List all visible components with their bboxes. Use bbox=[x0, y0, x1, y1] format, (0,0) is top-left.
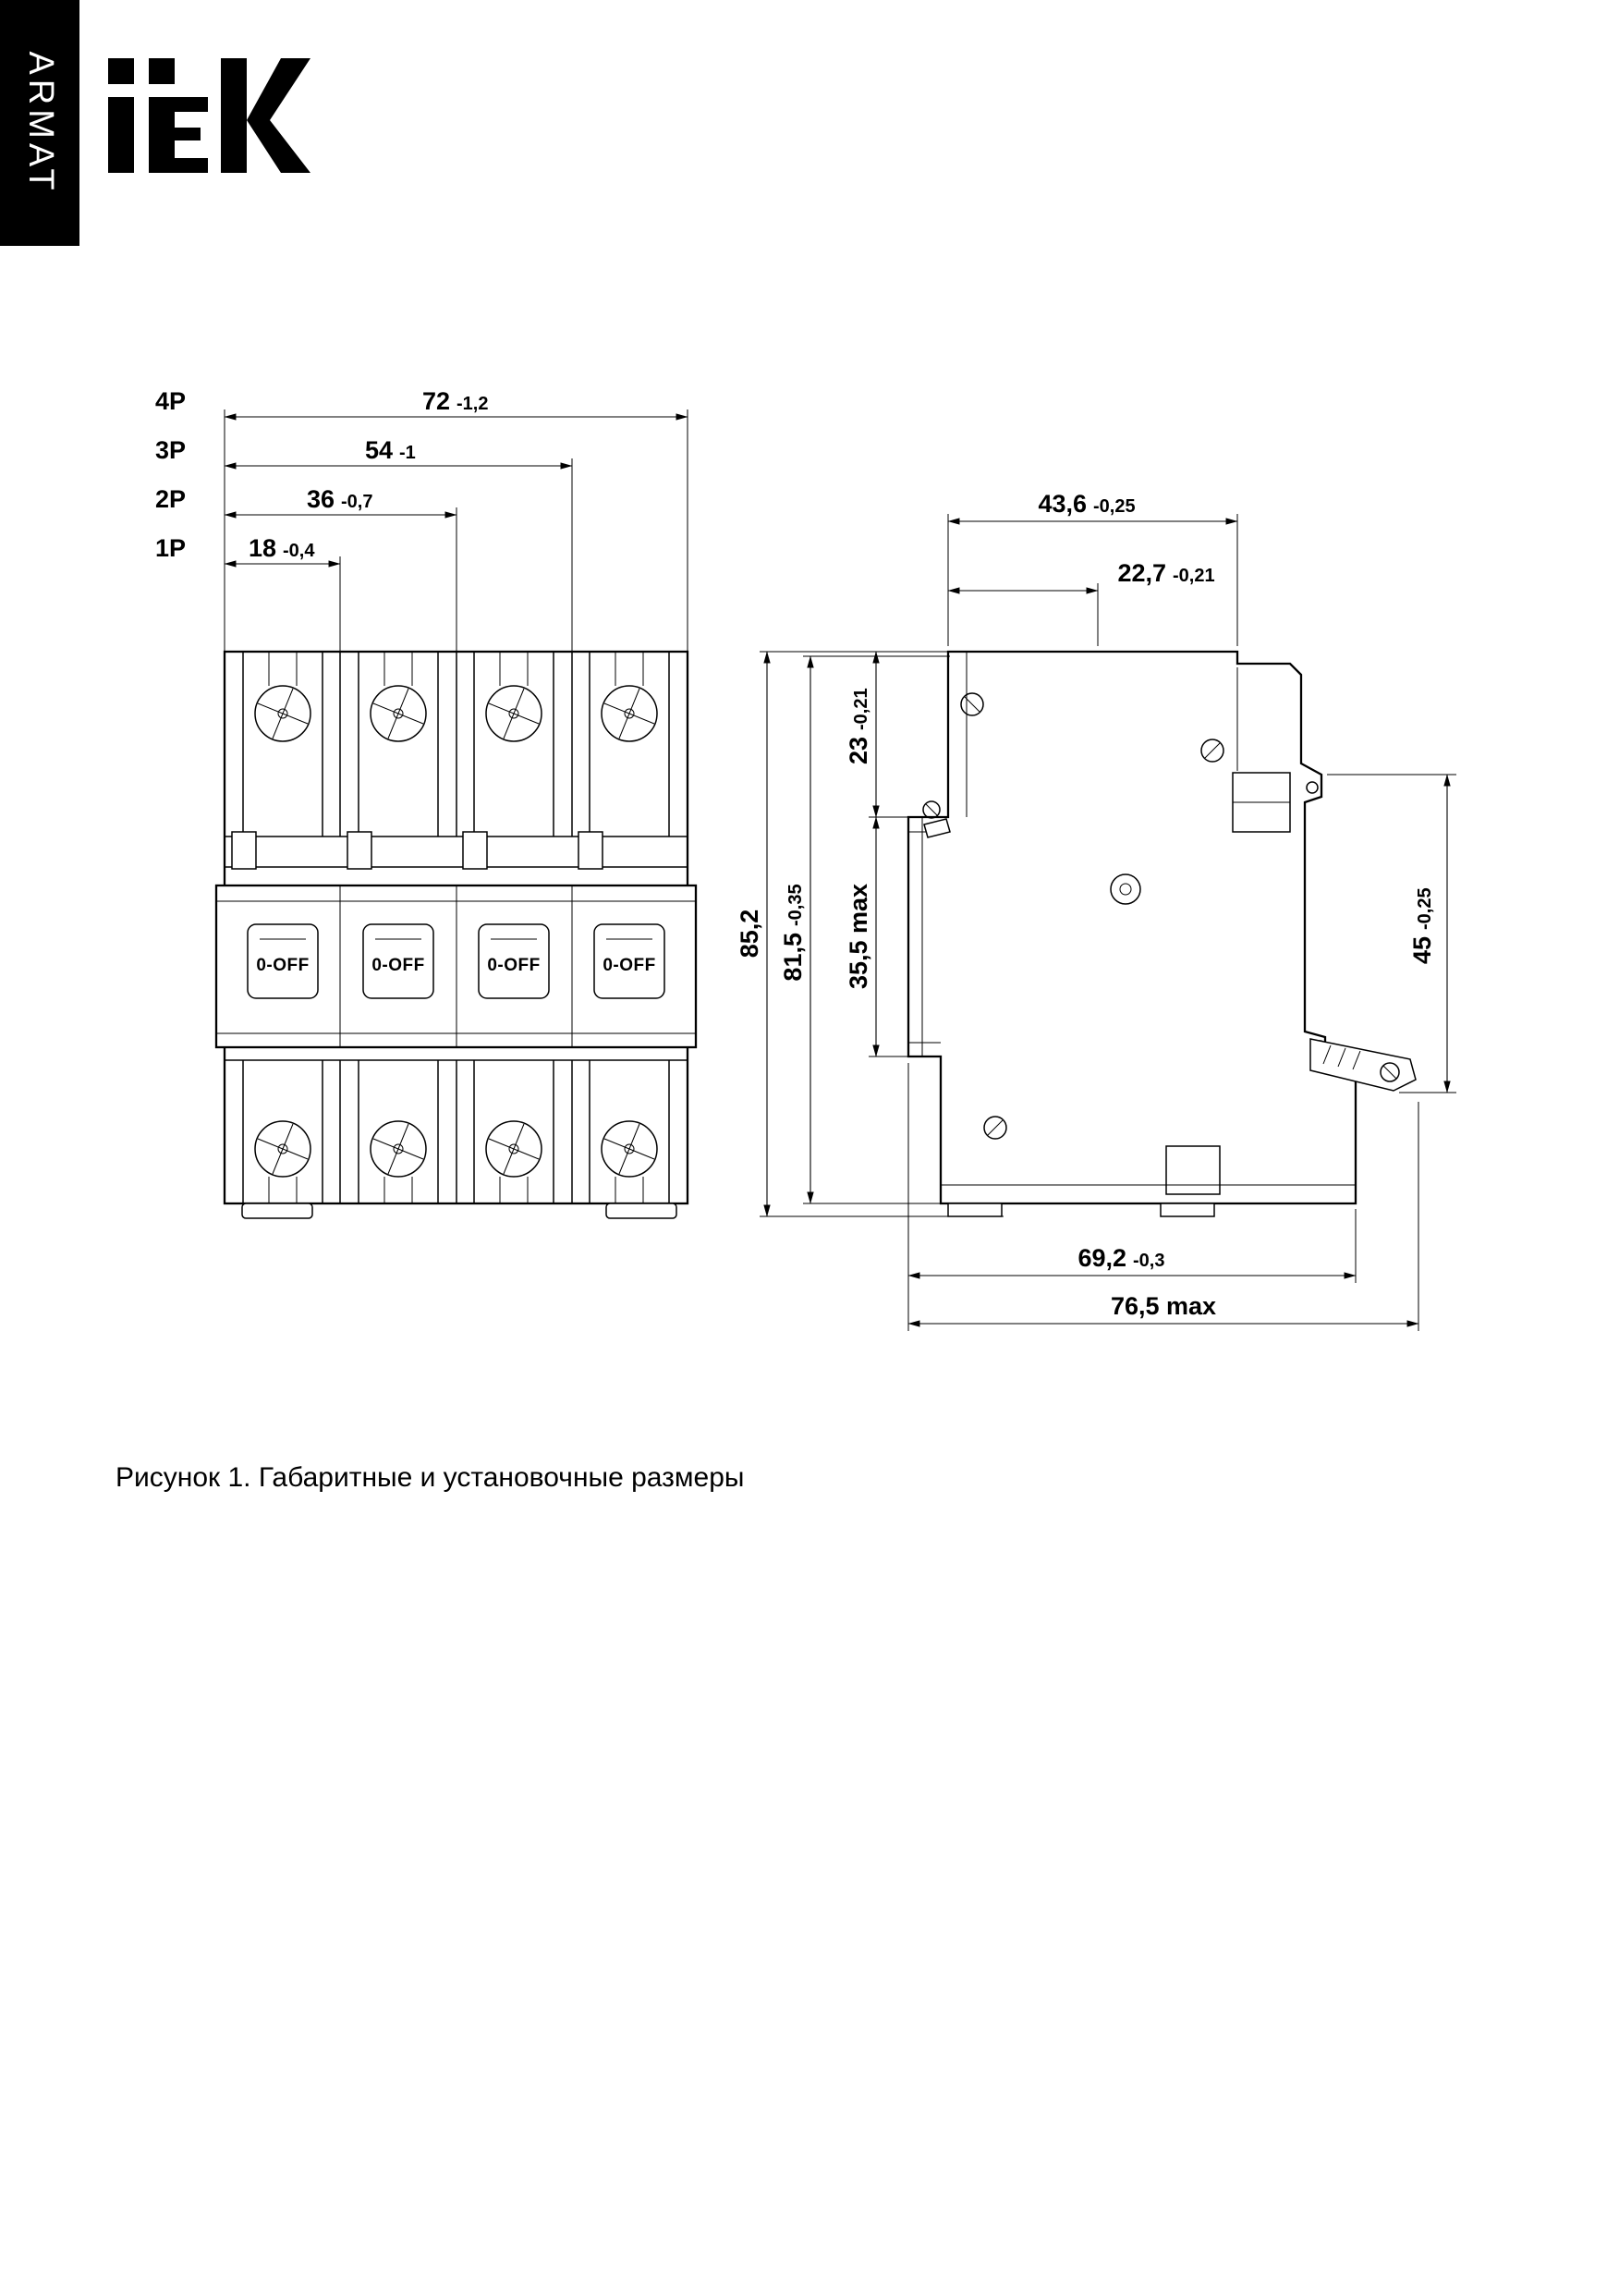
series-label: ARMAT bbox=[21, 51, 60, 194]
dim-window-height: 35,5 max bbox=[845, 816, 911, 1057]
dim-tolerance: -0,25 bbox=[1415, 887, 1435, 930]
pole-count-label: 1P bbox=[155, 534, 186, 562]
dim-front-width: 22,7 -0,21 bbox=[947, 559, 1215, 646]
dim-tolerance: -0,7 bbox=[341, 492, 372, 512]
toggle-tip bbox=[923, 818, 951, 838]
series-sidebar bbox=[0, 0, 79, 246]
din-clip bbox=[605, 1203, 677, 1219]
breaker-body-side bbox=[907, 650, 1357, 1205]
figure-caption: Рисунок 1. Габаритные и установочные раз… bbox=[116, 1462, 744, 1493]
dim-rail-height: 45 -0,25 bbox=[1327, 774, 1456, 1093]
dim-tolerance: -0,4 bbox=[283, 541, 315, 561]
din-latch bbox=[1309, 1038, 1417, 1092]
iek-logo: IEK bbox=[108, 58, 310, 173]
dim-depth: 69,2 -0,3 bbox=[907, 1063, 1357, 1331]
dim-3p-width: 3P 54 -1 bbox=[155, 436, 573, 652]
dim-value: 35,5 max bbox=[845, 884, 872, 989]
pole-count-label: 2P bbox=[155, 485, 186, 513]
dim-body-height: 81,5 -0,35 bbox=[779, 655, 950, 1204]
dim-tolerance: -0,21 bbox=[851, 688, 871, 730]
dim-4p-width: 4P 72 -1,2 bbox=[155, 387, 688, 652]
dim-value: 43,6 bbox=[1038, 490, 1087, 518]
din-clip bbox=[241, 1203, 313, 1219]
dim-tolerance: -1 bbox=[399, 443, 416, 463]
dim-tolerance: -0,35 bbox=[785, 884, 806, 926]
front-view: 4P 72 -1,2 3P 54 -1 2P 36 -0,7 1P 18 -0,… bbox=[155, 387, 698, 1219]
dim-value: 76,5 max bbox=[1111, 1292, 1216, 1320]
dim-2p-width: 2P 36 -0,7 bbox=[155, 485, 457, 652]
dim-tolerance: -0,21 bbox=[1173, 566, 1215, 586]
side-view: 43,6 -0,25 22,7 -0,21 23 -0,21 35,5 max bbox=[736, 490, 1456, 1331]
dim-top-width: 43,6 -0,25 bbox=[947, 490, 1238, 646]
dim-value: 54 bbox=[365, 436, 393, 464]
pole-count-label: 4P bbox=[155, 387, 186, 415]
dim-value: 23 bbox=[845, 737, 872, 764]
dim-value: 36 bbox=[307, 485, 335, 513]
dim-value: 81,5 bbox=[779, 933, 807, 982]
dim-value: 69,2 bbox=[1077, 1244, 1126, 1272]
mounting-foot bbox=[947, 1203, 1003, 1217]
dim-tolerance: -1,2 bbox=[456, 394, 488, 414]
header: ARMAT IEK bbox=[0, 0, 310, 246]
terminal-opening-bottom bbox=[1165, 1145, 1221, 1195]
dim-value: 22,7 bbox=[1117, 559, 1166, 587]
dim-value: 18 bbox=[249, 534, 276, 562]
dim-1p-width: 1P 18 -0,4 bbox=[155, 534, 341, 652]
din-clip-tab bbox=[1160, 1203, 1215, 1217]
dim-value: 85,2 bbox=[736, 910, 763, 959]
dim-max-depth: 76,5 max bbox=[907, 1102, 1419, 1331]
pole-count-label: 3P bbox=[155, 436, 186, 464]
dim-tolerance: -0,25 bbox=[1093, 496, 1136, 517]
dim-overall-height: 85,2 bbox=[736, 651, 1004, 1217]
dim-top-offset: 23 -0,21 bbox=[845, 651, 911, 818]
dim-tolerance: -0,3 bbox=[1133, 1251, 1164, 1271]
dim-value: 45 bbox=[1408, 936, 1436, 964]
dim-value: 72 bbox=[422, 387, 450, 415]
